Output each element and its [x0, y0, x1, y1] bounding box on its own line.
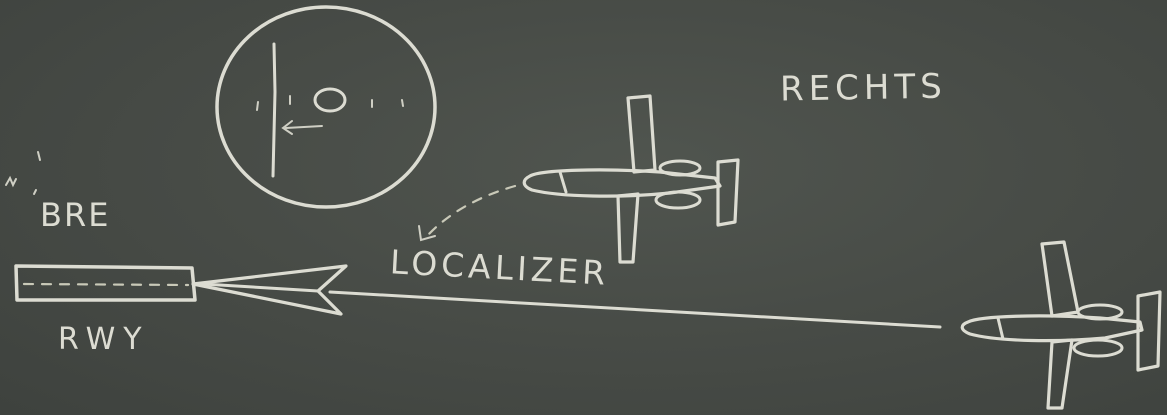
indicator-needle [271, 42, 277, 178]
aircraft-upper-wing-right [616, 192, 640, 264]
label-rechts: RECHTS [779, 66, 948, 110]
localizer-arrowhead [191, 264, 348, 316]
indicator-dial [215, 5, 437, 209]
label-bre: BRE [40, 196, 111, 234]
aircraft-lower-wing-left [1040, 240, 1080, 318]
aircraft-upper-tail [716, 158, 740, 227]
runway-centerline [22, 282, 190, 287]
aircraft-upper-turn-path [426, 184, 517, 237]
aircraft-lower-nose-line [996, 316, 1005, 341]
aircraft-upper [418, 94, 740, 264]
indicator-arrow [281, 120, 323, 135]
aircraft-lower-fuselage [960, 314, 1144, 343]
aircraft-lower [960, 240, 1162, 410]
runway-outline [14, 264, 197, 302]
aircraft-upper-turn-arrowhead [418, 225, 436, 242]
margin-scribbles [5, 151, 41, 195]
aircraft-upper-wing-left [626, 94, 657, 174]
localizer-indicator [215, 5, 437, 209]
aircraft-lower-engine-top [1076, 303, 1124, 321]
aircraft-lower-engine-bottom [1072, 338, 1124, 358]
localizer-line [328, 290, 942, 329]
indicator-center-circle [313, 87, 347, 113]
aircraft-lower-tail [1136, 290, 1162, 372]
localizer-beam [191, 264, 942, 329]
runway [14, 264, 197, 302]
aircraft-upper-nose-line [558, 170, 568, 194]
aircraft-upper-engine-bottom [654, 190, 702, 210]
indicator-dots [256, 95, 404, 111]
aircraft-upper-engine-top [658, 159, 702, 177]
aircraft-lower-wing-right [1046, 338, 1074, 410]
localizer-arrow-axis [201, 282, 320, 293]
label-runway: RWY [58, 322, 150, 357]
